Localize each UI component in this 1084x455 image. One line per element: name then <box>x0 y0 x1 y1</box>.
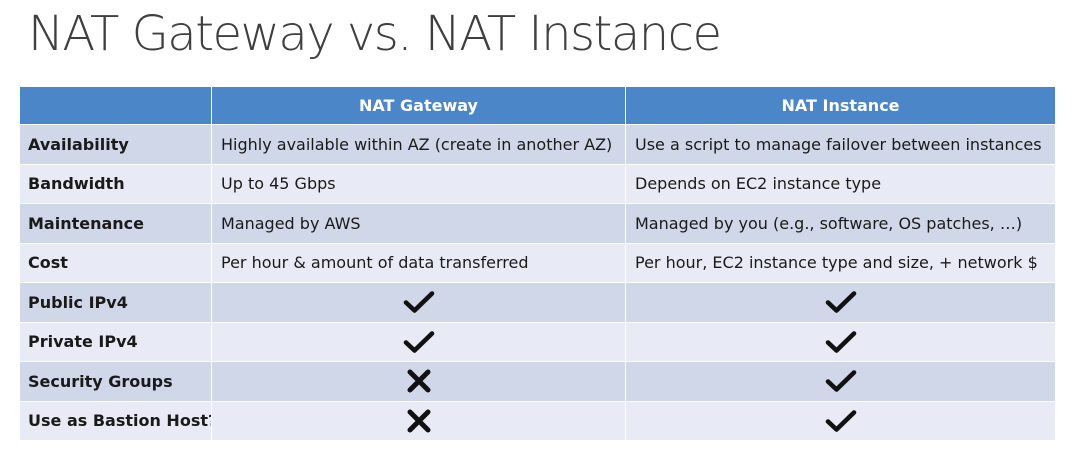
instance-value-cell: Managed by you (e.g., software, OS patch… <box>625 203 1056 244</box>
gateway-mark-cell <box>211 361 626 402</box>
gateway-mark-cell <box>211 282 626 323</box>
feature-cell: Use as Bastion Host? <box>19 400 212 441</box>
page-title: NAT Gateway vs. NAT Instance <box>28 6 722 62</box>
instance-mark-cell <box>625 282 1056 323</box>
table-row: Security Groups <box>19 361 1056 402</box>
table-row: Private IPv4 <box>19 321 1056 362</box>
check-icon <box>825 409 856 432</box>
gateway-mark-cell <box>211 321 626 362</box>
feature-cell: Availability <box>19 124 212 165</box>
header-cell-nat-gateway: NAT Gateway <box>211 86 626 125</box>
gateway-mark-cell <box>211 400 626 441</box>
gateway-value-cell: Managed by AWS <box>211 203 626 244</box>
header-cell-nat-instance: NAT Instance <box>625 86 1056 125</box>
instance-mark-cell <box>625 321 1056 362</box>
instance-mark-cell <box>625 400 1056 441</box>
check-icon <box>403 330 434 353</box>
feature-cell: Security Groups <box>19 361 212 402</box>
check-icon <box>825 370 856 393</box>
gateway-value-cell: Highly available within AZ (create in an… <box>211 124 626 165</box>
feature-cell: Cost <box>19 242 212 283</box>
header-row: NAT Gateway NAT Instance <box>19 86 1056 125</box>
table-row: Use as Bastion Host? <box>19 400 1056 441</box>
gateway-value-cell: Up to 45 Gbps <box>211 163 626 204</box>
cross-icon <box>407 409 430 433</box>
feature-cell: Private IPv4 <box>19 321 212 362</box>
cross-icon <box>407 369 430 393</box>
feature-cell: Maintenance <box>19 203 212 244</box>
check-icon <box>825 330 856 353</box>
check-icon <box>825 291 856 314</box>
instance-mark-cell <box>625 361 1056 402</box>
feature-cell: Bandwidth <box>19 163 212 204</box>
table-row: Public IPv4 <box>19 282 1056 323</box>
instance-value-cell: Use a script to manage failover between … <box>625 124 1056 165</box>
instance-value-cell: Per hour, EC2 instance type and size, + … <box>625 242 1056 283</box>
header-cell-feature <box>19 86 212 125</box>
instance-value-cell: Depends on EC2 instance type <box>625 163 1056 204</box>
check-icon <box>403 291 434 314</box>
gateway-value-cell: Per hour & amount of data transferred <box>211 242 626 283</box>
feature-cell: Public IPv4 <box>19 282 212 323</box>
